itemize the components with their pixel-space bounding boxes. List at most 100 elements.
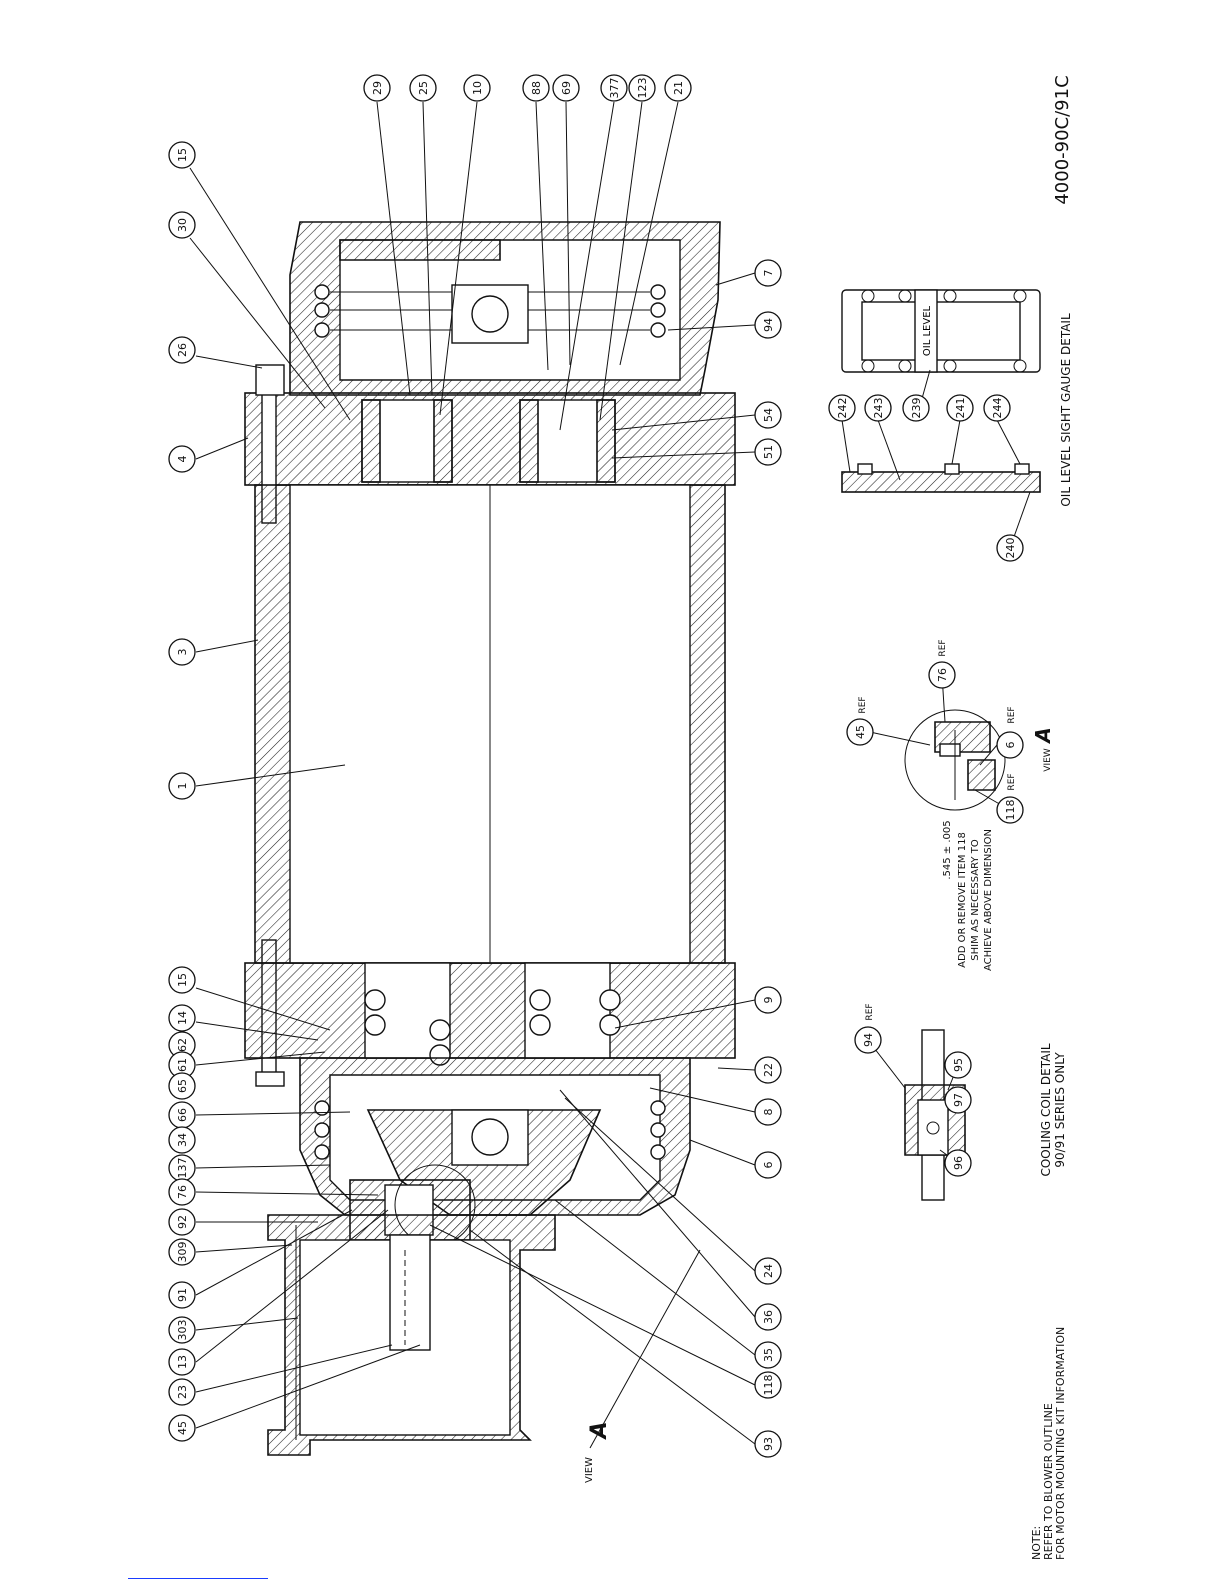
svg-text:REF: REF [858,696,868,713]
svg-text:66: 66 [176,1108,189,1122]
svg-text:45: 45 [176,1421,189,1435]
svg-text:10: 10 [471,81,484,95]
balloon-243: 243 [864,394,892,422]
svg-text:OIL LEVEL SIGHT GAUGE DETAIL: OIL LEVEL SIGHT GAUGE DETAIL [1059,313,1073,507]
balloon-15: 15 [168,141,196,169]
svg-text:7: 7 [762,270,775,277]
svg-text:61: 61 [176,1058,189,1072]
svg-text:4000-90C/91C: 4000-90C/91C [1052,75,1073,204]
svg-text:243: 243 [872,398,885,419]
balloon-123: 123 [628,74,656,102]
balloon-377: 377 [600,74,628,102]
balloon-24: 24 [754,1257,782,1285]
svg-text:REF: REF [865,1003,875,1020]
balloon-34: 34 [168,1126,196,1154]
balloon-30: 30 [168,211,196,239]
svg-text:69: 69 [560,81,573,95]
balloon-7: 7 [754,259,782,287]
balloon-118: 118 [754,1371,782,1399]
svg-text:15: 15 [176,973,189,987]
svg-text:92: 92 [176,1215,189,1229]
footer-link-underline[interactable] [128,1578,268,1579]
svg-text:76: 76 [936,668,949,682]
balloon-76-ref: 76 [928,661,956,689]
balloon-92: 92 [168,1208,196,1236]
svg-text:239: 239 [910,398,923,419]
svg-text:14: 14 [176,1011,189,1025]
balloon-22: 22 [754,1056,782,1084]
svg-text:242: 242 [836,398,849,419]
svg-text:SHIM AS NECESSARY TO: SHIM AS NECESSARY TO [970,839,981,961]
svg-text:OIL LEVEL: OIL LEVEL [922,305,933,356]
balloon-26: 26 [168,336,196,364]
balloon-23: 23 [168,1378,196,1406]
balloon-242: 242 [828,394,856,422]
svg-text:137: 137 [176,1158,189,1179]
svg-text:29: 29 [371,81,384,95]
svg-text:62: 62 [176,1038,189,1052]
svg-text:15: 15 [176,148,189,162]
balloon-97: 97 [944,1086,972,1114]
svg-text:25: 25 [417,81,430,95]
svg-text:6: 6 [1004,742,1017,749]
svg-text:8: 8 [762,1109,775,1116]
balloon-6-ref: 6 [996,731,1024,759]
view-a-detail: 45 76 6 118 REF REF REF REF .545 ± .005 … [846,639,1055,971]
svg-text:13: 13 [176,1355,189,1369]
balloon-54: 54 [754,401,782,429]
svg-text:94: 94 [762,318,775,332]
balloon-4: 4 [168,445,196,473]
cooling-coil-bottom [314,1100,666,1160]
svg-text:76: 76 [176,1185,189,1199]
svg-text:FOR MOTOR MOUNTING KIT INFORMA: FOR MOTOR MOUNTING KIT INFORMATION [1054,1327,1067,1560]
view-a-callout: VIEW A [584,1421,612,1483]
svg-text:VIEW: VIEW [1043,748,1053,771]
svg-text:45: 45 [854,725,867,739]
balloon-65: 65 [168,1072,196,1100]
svg-text:93: 93 [762,1437,775,1451]
balloon-66: 66 [168,1101,196,1129]
balloon-45-ref: 45 [846,718,874,746]
balloon-309: 309 [168,1238,196,1266]
svg-text:4: 4 [176,456,189,463]
svg-text:24: 24 [762,1264,775,1278]
balloon-240: 240 [996,534,1024,562]
balloon-25: 25 [409,74,437,102]
svg-text:90/91 SERIES ONLY: 90/91 SERIES ONLY [1053,1052,1067,1168]
svg-text:94: 94 [862,1033,875,1047]
svg-text:91: 91 [176,1288,189,1302]
balloon-96: 96 [944,1149,972,1177]
balloon-241: 241 [946,394,974,422]
svg-text:REF: REF [1007,773,1017,790]
svg-text:COOLING COIL DETAIL: COOLING COIL DETAIL [1039,1043,1053,1176]
drawing-number: 4000-90C/91C [1052,75,1073,204]
svg-text:9: 9 [762,997,775,1004]
svg-text:118: 118 [762,1375,775,1396]
svg-text:ACHIEVE ABOVE DIMENSION: ACHIEVE ABOVE DIMENSION [983,829,994,971]
balloon-137: 137 [168,1154,196,1182]
balloon-94: 94 [754,311,782,339]
svg-text:51: 51 [762,445,775,459]
balloon-14: 14 [168,1004,196,1032]
svg-text:240: 240 [1004,538,1017,559]
balloon-10: 10 [463,74,491,102]
svg-text:23: 23 [176,1385,189,1399]
svg-text:REF: REF [938,639,948,656]
general-note: NOTE: REFER TO BLOWER OUTLINE FOR MOTOR … [1030,1327,1067,1560]
cooling-coil-notes: REF COOLING COIL DETAIL 90/91 SERIES ONL… [865,1003,1067,1176]
balloon-244: 244 [983,394,1011,422]
balloon-15-lower: 15 [168,966,196,994]
leader-lines [189,101,756,1449]
svg-text:A: A [587,1421,612,1440]
balloon-62: 62 [168,1031,196,1059]
balloon-91: 91 [168,1281,196,1309]
balloon-8: 8 [754,1098,782,1126]
balloon-1: 1 [168,772,196,800]
svg-text:377: 377 [608,78,621,99]
balloon-36: 36 [754,1303,782,1331]
view-a-notes: REF REF REF REF .545 ± .005 ADD OR REMOV… [858,639,1055,971]
svg-text:36: 36 [762,1310,775,1324]
balloon-118-ref: 118 [996,796,1024,824]
balloon-239: 239 [902,394,930,422]
balloon-76: 76 [168,1178,196,1206]
